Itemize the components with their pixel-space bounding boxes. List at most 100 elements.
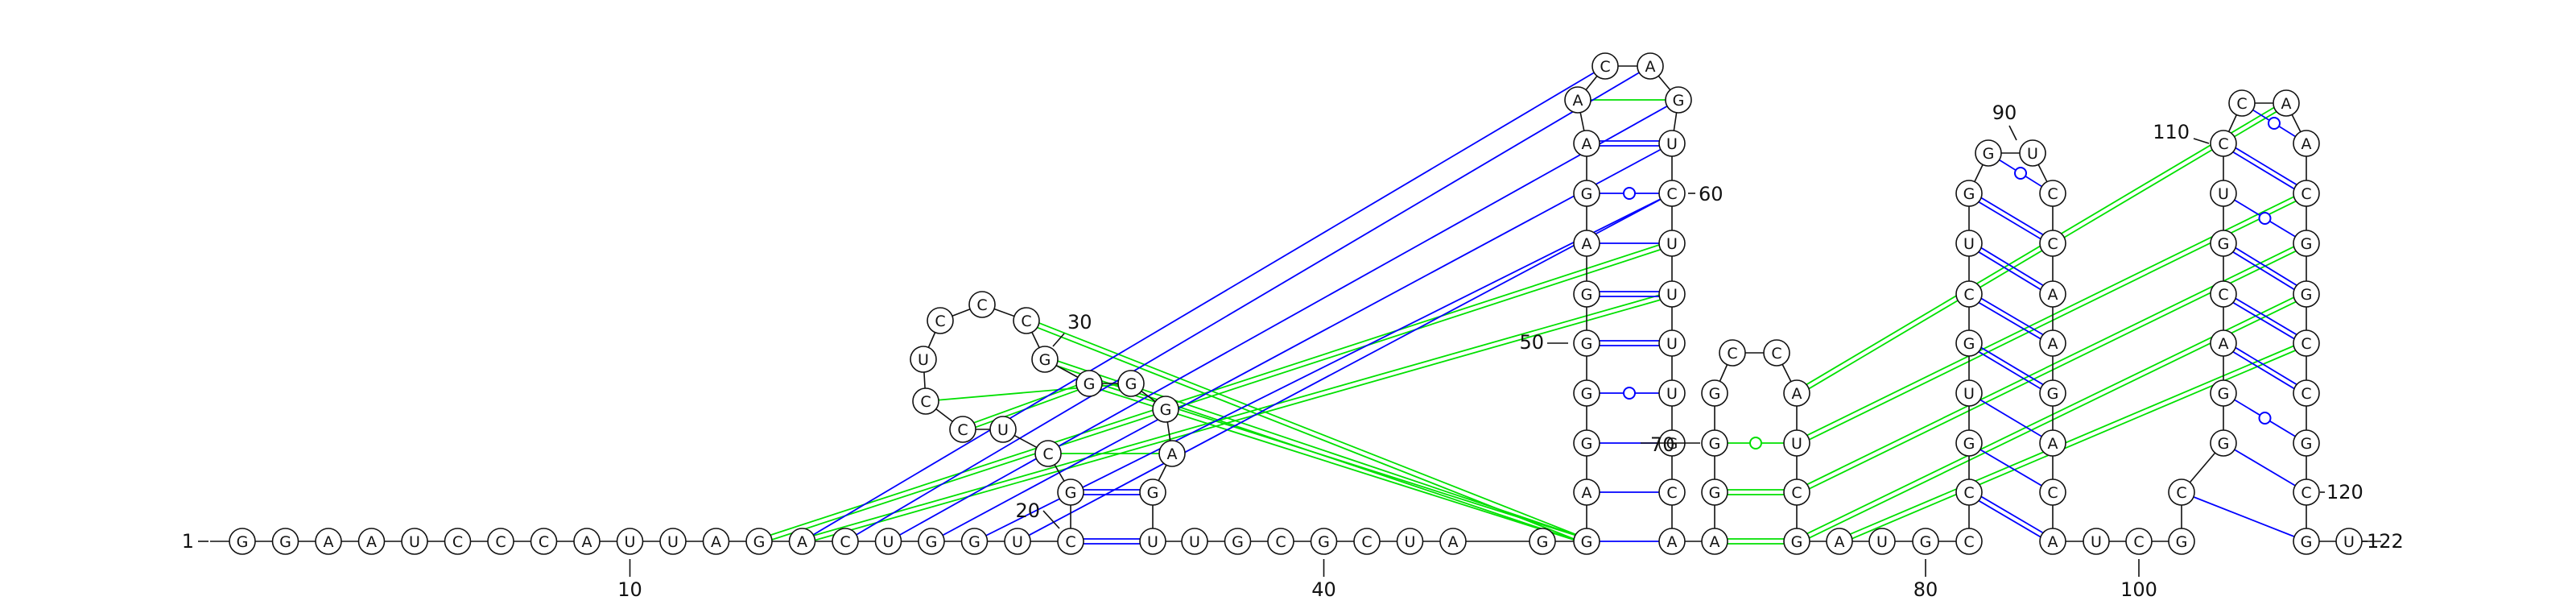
nucleotide-letter: C <box>1727 345 1737 362</box>
nucleotide-51: A <box>1573 230 1600 257</box>
nucleotide-letter: G <box>1709 484 1721 502</box>
nucleotide-circle <box>2125 528 2153 555</box>
nucleotide-circle <box>1658 528 1686 555</box>
nucleotide-circle <box>968 291 996 318</box>
nucleotide-117: G <box>2293 429 2320 457</box>
base-pair-line <box>801 291 1672 540</box>
position-label-110: 110 <box>2153 121 2210 144</box>
nucleotide-circle <box>745 528 773 555</box>
nucleotide-18: G <box>960 528 989 555</box>
nucleotide-36: U <box>1139 528 1166 555</box>
nucleotide-111: A <box>2293 130 2320 157</box>
nucleotide-5: U <box>401 528 428 555</box>
nucleotide-circle <box>1573 429 1600 457</box>
tertiary-interactions-layer <box>758 99 2308 545</box>
nucleotide-circle <box>1955 329 1983 357</box>
nucleotide-119: G <box>2293 528 2320 555</box>
nucleotide-letter: A <box>1792 385 1802 403</box>
nucleotide-letter: C <box>976 296 987 314</box>
nucleotide-circle <box>1057 528 1084 555</box>
nucleotide-letter: U <box>1963 385 1975 403</box>
nucleotide-58: U <box>1658 130 1686 157</box>
nucleotide-37: U <box>1181 528 1208 555</box>
wobble-pair-marker <box>2258 412 2272 425</box>
nucleotide-90: C <box>2039 180 2066 207</box>
nucleotide-circle <box>2083 528 2110 555</box>
nucleotide-letter: C <box>1361 533 1372 551</box>
nucleotide-19: U <box>1004 528 1031 555</box>
nucleotide-circle <box>444 528 472 555</box>
nucleotide-letter: A <box>1582 235 1592 253</box>
nucleotide-letter: C <box>2133 533 2144 551</box>
nucleotide-44: G <box>1529 528 1556 555</box>
nucleotide-letter: A <box>1167 445 1178 463</box>
nucleotide-letter: C <box>2218 286 2228 304</box>
nucleotide-letter: G <box>2047 385 2059 403</box>
nucleotide-circle <box>315 528 342 555</box>
position-number: 122 <box>2367 530 2404 553</box>
nucleotide-letter: C <box>2301 185 2311 203</box>
nucleotide-circle <box>2039 429 2066 457</box>
nucleotide-92: A <box>2039 280 2066 308</box>
nucleotide-letter: C <box>1963 484 1974 502</box>
nucleotide-35: G <box>1139 478 1166 506</box>
nucleotide-circle <box>1573 528 1600 555</box>
nucleotide-68: G <box>1701 478 1728 506</box>
nucleotide-circle <box>1701 379 1728 407</box>
nucleotide-4: A <box>357 528 386 555</box>
nucleotide-circle <box>1573 280 1600 308</box>
nucleotide-circle <box>1783 478 1810 506</box>
nucleotide-letter: U <box>625 533 636 551</box>
position-number: 50 <box>1519 331 1544 354</box>
nucleotide-letter: G <box>1963 185 1975 203</box>
base-pair-line <box>1970 489 2054 541</box>
nucleotide-31: G <box>1075 370 1103 397</box>
nucleotide-circle <box>1573 329 1600 357</box>
nucleotide-circle <box>1783 429 1810 457</box>
nucleotide-letter: G <box>753 533 766 551</box>
base-pair-line <box>2223 442 2307 493</box>
nucleotide-letter: C <box>2236 95 2247 113</box>
nucleotide-89: U <box>2019 139 2046 167</box>
nucleotide-circle <box>659 528 687 555</box>
nucleotide-20: C <box>1057 528 1084 555</box>
nucleotide-circle <box>2293 230 2320 257</box>
nucleotide-circle <box>2210 429 2237 457</box>
nucleotide-circle <box>2039 528 2066 555</box>
nucleotide-circle <box>1013 307 1040 334</box>
nucleotide-letter: U <box>409 533 420 551</box>
nucleotide-letter: G <box>1065 484 1077 502</box>
nucleotide-letter: C <box>1963 533 1974 551</box>
nucleotide-39: C <box>1267 528 1294 555</box>
nucleotide-circle <box>1139 478 1166 506</box>
nucleotide-letter: G <box>1963 435 1975 453</box>
nucleotide-circle <box>2039 478 2066 506</box>
nucleotide-circle <box>1034 440 1062 467</box>
nucleotide-circle <box>1152 396 1179 423</box>
wobble-pair-marker <box>2268 117 2281 130</box>
nucleotide-120: U <box>2335 528 2363 555</box>
base-pair-line <box>2221 344 2306 396</box>
nucleotide-61: U <box>1658 280 1686 308</box>
nucleotide-circle <box>918 528 945 555</box>
position-label-1: 1 <box>182 530 208 553</box>
wobble-pair-marker <box>1623 387 1636 400</box>
nucleotide-letter: C <box>957 421 968 439</box>
nucleotide-110: A <box>2273 89 2300 117</box>
nucleotide-87: G <box>1955 180 1983 207</box>
nucleotide-letter: A <box>1573 92 1583 110</box>
nucleotide-103: G <box>2210 379 2237 407</box>
nucleotide-38: G <box>1224 528 1252 555</box>
nucleotide-circle <box>1955 230 1983 257</box>
position-number: 1 <box>182 530 194 553</box>
base-pair-line <box>802 65 1606 542</box>
nucleotide-101: C <box>2168 478 2195 506</box>
nucleotide-42: U <box>1396 528 1424 555</box>
nucleotide-circle <box>271 528 299 555</box>
nucleotide-circle <box>1658 230 1686 257</box>
nucleotide-14: A <box>788 528 816 555</box>
nucleotide-letter: C <box>840 533 850 551</box>
nucleotide-13: G <box>745 528 773 555</box>
nucleotide-96: C <box>2039 478 2066 506</box>
